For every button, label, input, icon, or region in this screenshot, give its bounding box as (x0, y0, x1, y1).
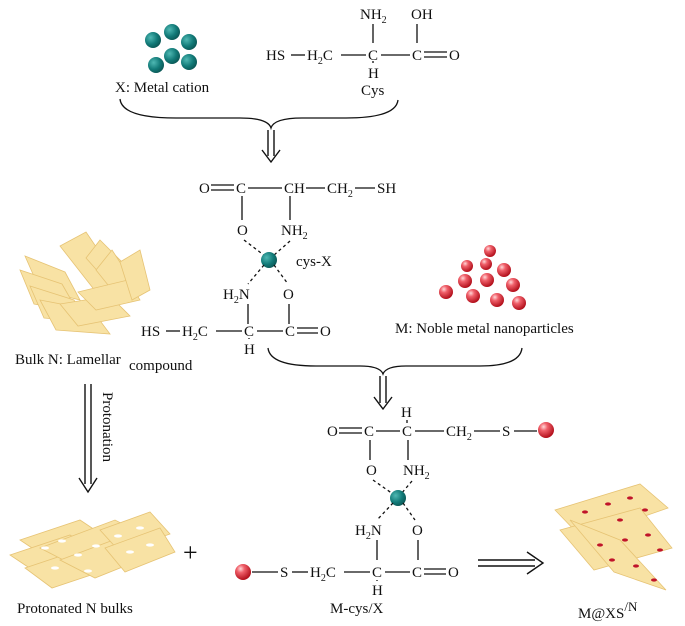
svg-text:H2C: H2C (182, 324, 208, 343)
svg-text:CH: CH (284, 181, 305, 197)
svg-text:H: H (244, 342, 255, 358)
arrow-down-1 (261, 130, 281, 164)
arrow-down-2 (373, 376, 393, 411)
noble-metal-label: M: Noble metal nanoparticles (395, 321, 574, 337)
noble-metal-cluster (439, 245, 526, 310)
m-nanoparticle-bottom (235, 564, 251, 580)
svg-text:HS: HS (141, 324, 160, 340)
protonated-bulks-label: Protonated N bulks (17, 601, 133, 617)
svg-text:C: C (372, 565, 382, 581)
plus-sign: + (183, 538, 198, 567)
arrow-right-final (478, 551, 545, 575)
cys-h: H (368, 66, 379, 82)
svg-text:O: O (283, 287, 294, 303)
cys-x-complex: O C CH CH2 SH O NH2 H2N O HS H2C C H C (141, 181, 396, 358)
svg-text:H2C: H2C (310, 565, 336, 584)
svg-text:O: O (237, 223, 248, 239)
svg-text:H: H (401, 405, 412, 421)
metal-cation-label: X: Metal cation (115, 80, 210, 96)
protonation-label: Protonation (99, 392, 115, 462)
cysx-o-top: O (199, 181, 210, 197)
svg-text:O: O (320, 324, 331, 340)
cys-label: Cys (361, 83, 385, 99)
m-cys-x-label: M-cys/X (330, 601, 383, 617)
top-brace (119, 98, 399, 131)
product-sheets (554, 483, 673, 591)
svg-text:C: C (244, 324, 254, 340)
svg-text:O: O (327, 424, 338, 440)
bulk-lamellar-stack (19, 231, 151, 335)
cys-hs: HS (266, 48, 285, 64)
cys-x-label: cys-X (296, 254, 332, 270)
product-label: M@XS/N (578, 599, 638, 622)
svg-text:C: C (236, 181, 246, 197)
metal-cation-cluster (145, 24, 197, 73)
svg-text:S: S (502, 424, 510, 440)
m-nanoparticle-top (538, 422, 554, 438)
cys-nh2: NH2 (360, 7, 387, 26)
svg-text:H2N: H2N (355, 523, 382, 542)
cys-molecule: NH2 OH HS H2C C H C O (266, 7, 460, 82)
m-cys-x-complex: H O C C CH2 S O NH2 H2N O S H2C C H (235, 405, 554, 599)
protonation-arrow (78, 384, 98, 494)
svg-text:C: C (285, 324, 295, 340)
cys-c-alpha: C (368, 48, 378, 64)
cys-oh: OH (411, 7, 433, 23)
cysx-metal-center (261, 252, 277, 268)
cys-h2c: H2C (307, 48, 333, 67)
svg-text:NH2: NH2 (281, 223, 308, 242)
svg-text:C: C (412, 565, 422, 581)
svg-text:CH2: CH2 (446, 424, 472, 443)
bulk-n-label: Bulk N: Lamellar (15, 352, 121, 368)
svg-text:O: O (412, 523, 423, 539)
m-cys-x-metal-center (390, 490, 406, 506)
compound-label: compound (129, 358, 193, 374)
svg-text:S: S (280, 565, 288, 581)
middle-brace (267, 347, 523, 376)
svg-text:CH2: CH2 (327, 181, 353, 200)
svg-text:O: O (366, 463, 377, 479)
cys-o: O (449, 48, 460, 64)
svg-text:C: C (402, 424, 412, 440)
protonated-bulks-stack (9, 511, 176, 589)
svg-text:O: O (448, 565, 459, 581)
svg-text:C: C (364, 424, 374, 440)
cys-c-carboxyl: C (412, 48, 422, 64)
svg-text:SH: SH (377, 181, 396, 197)
svg-text:H: H (372, 583, 383, 599)
svg-text:H2N: H2N (223, 287, 250, 306)
svg-text:NH2: NH2 (403, 463, 430, 482)
